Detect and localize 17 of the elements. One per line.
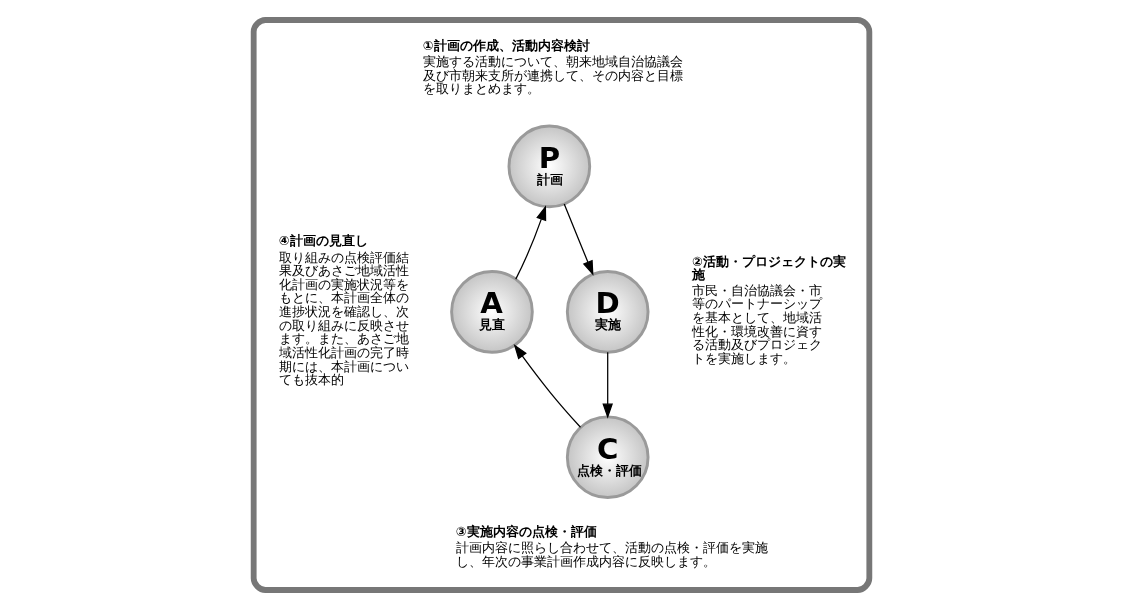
arrow xyxy=(513,344,581,428)
cluster xyxy=(250,17,872,593)
node-label: 市民・自治協議会・市等のパートナーシップを基本として、地域活性化・環境改善に資する活動及びプロジェクトを実施します。 xyxy=(691,282,822,366)
arrow xyxy=(514,205,546,280)
node-label: ③実施内容の点検・評価 xyxy=(455,523,597,539)
arrow xyxy=(601,351,613,419)
node-label: ①計画の作成、活動内容検討 xyxy=(422,37,590,53)
node-label: 計画内容に照らし合わせて、活動の点検・評価を実施し、年次の事業計画作成内容に反映します。 xyxy=(455,540,768,570)
node-circle: P 計画 xyxy=(507,124,591,209)
node-circle: C 点検・評価 xyxy=(565,415,649,500)
node-label: 取り組みの点検評価結果及びあさご地域活性化計画の実施状況等をもとに、本計画全体の進捗状況を確認し、次の取り組みに反映させます。また、あさご地域活性化計画の完了時期には、本計画についても抜本的 xyxy=(278,249,409,388)
node-circle: A 見直 xyxy=(449,270,534,354)
node-label: 実施する活動について、朝来地域自治協議会及び市朝来支所が連携して、その内容と目標を取りまとめます。 xyxy=(422,54,683,97)
arrow xyxy=(563,203,593,276)
node-label: ②活動・プロジェクトの実施 xyxy=(691,254,846,283)
node-circle: D 実施 xyxy=(565,270,649,354)
node-label: ④計画の見直し xyxy=(278,233,368,249)
